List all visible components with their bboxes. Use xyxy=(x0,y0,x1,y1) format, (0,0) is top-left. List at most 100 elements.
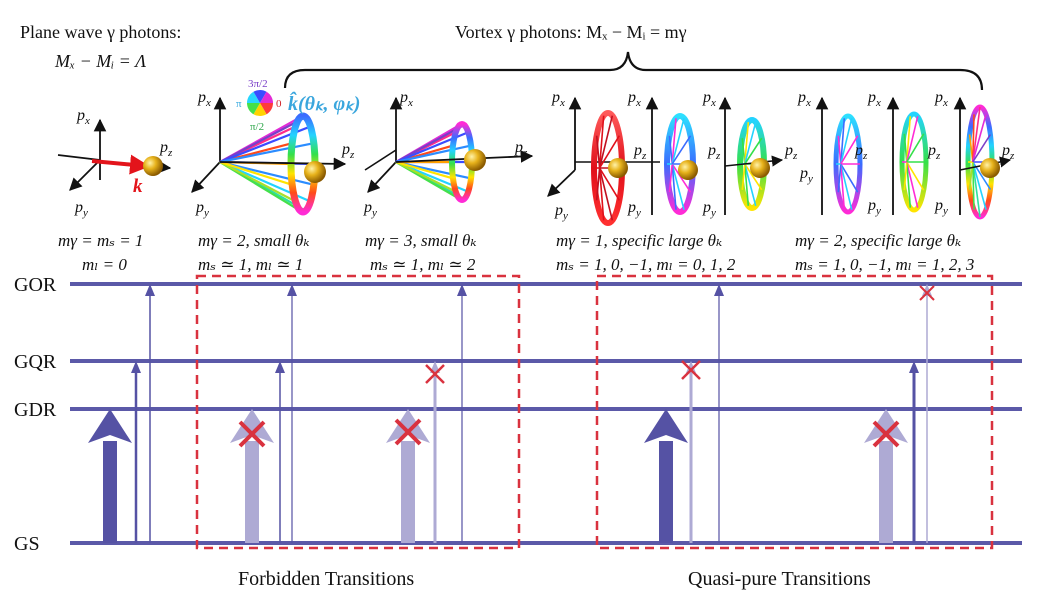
py-axis xyxy=(69,159,101,191)
transition-arrow xyxy=(644,409,688,543)
panel2-line1: mγ = 2, small θₖ xyxy=(198,231,310,250)
quasi-pure-box xyxy=(595,274,994,550)
svg-text:pz: pz xyxy=(707,142,721,162)
k-arrow xyxy=(91,154,150,175)
svg-text:py: py xyxy=(799,165,813,185)
spoke xyxy=(840,163,859,193)
transition-arrow xyxy=(230,409,274,543)
spoke xyxy=(668,135,673,165)
svg-text:pz: pz xyxy=(784,142,798,162)
panel4-line1: mγ = 1, specific large θₖ xyxy=(556,231,722,250)
nucleus-sphere xyxy=(143,156,163,176)
transition-arrow xyxy=(909,361,919,543)
spoke xyxy=(744,163,750,206)
spoke xyxy=(671,163,677,210)
transition-arrow xyxy=(864,409,908,543)
forbidden-cross xyxy=(425,364,445,384)
spoke xyxy=(840,163,853,210)
panel4-line2: mₛ = 1, 0, −1, mₗ = 0, 1, 2 xyxy=(556,255,736,274)
spoke xyxy=(598,167,621,201)
svg-text:py: py xyxy=(867,197,881,217)
svg-text:px: px xyxy=(399,89,413,109)
px-label: px xyxy=(76,107,90,127)
spoke xyxy=(744,121,757,165)
transition-arrow xyxy=(686,361,696,543)
svg-text:px: px xyxy=(627,89,641,109)
spoke xyxy=(671,163,685,210)
spoke xyxy=(671,135,692,165)
panel-m2-small: px py pz 3π/2 π 0 π/2 k̂(θₖ, φₖ) xyxy=(191,78,360,219)
spoke xyxy=(968,161,974,190)
svg-text:pz: pz xyxy=(633,142,647,162)
spoke xyxy=(840,163,846,210)
forbidden-caption: Forbidden Transitions xyxy=(238,568,414,590)
level-label-gs: GS xyxy=(14,533,40,555)
panel1-line1: mγ = mₛ = 1 xyxy=(58,231,143,250)
forbidden-cross xyxy=(919,285,935,301)
level-label-gdr: GDR xyxy=(14,399,57,421)
nucleus-sphere xyxy=(304,161,326,183)
level-label-gqr: GQR xyxy=(14,351,57,373)
plane-wave-equation: Mₓ − Mᵢ = Λ xyxy=(54,51,146,71)
spoke xyxy=(840,135,859,165)
vortex-brace xyxy=(283,51,984,91)
forbidden-cross xyxy=(872,420,900,448)
cone-ray xyxy=(219,142,315,164)
panel-plane-wave: px pz py k xyxy=(57,107,173,219)
k-hat-label: k̂(θₖ, φₖ) xyxy=(288,90,360,115)
cone-ray xyxy=(395,144,472,164)
wheel-label-top: 3π/2 xyxy=(248,78,268,90)
svg-text:px: px xyxy=(551,89,565,109)
spoke xyxy=(972,114,987,163)
panel1-line2: mₗ = 0 xyxy=(82,255,127,274)
transition-arrow xyxy=(457,284,467,543)
panel3-line1: mγ = 3, small θₖ xyxy=(365,231,477,250)
svg-text:py: py xyxy=(195,199,209,219)
spoke xyxy=(906,161,912,208)
spoke xyxy=(671,118,677,165)
cone-lines xyxy=(395,123,472,201)
spoke xyxy=(598,115,605,169)
level-label-gor: GOR xyxy=(14,274,57,296)
spoke xyxy=(906,161,925,191)
wheel-label-right: 0 xyxy=(276,98,282,110)
panel-m2-large: px py pz px py pz px py pz xyxy=(797,89,1015,220)
svg-text:px: px xyxy=(797,89,811,109)
spoke xyxy=(598,115,614,169)
spoke xyxy=(668,163,673,193)
cone-ray xyxy=(219,160,293,186)
py-label: py xyxy=(74,199,88,219)
panel5-line2: mₛ = 1, 0, −1, mₗ = 1, 2, 3 xyxy=(795,255,974,274)
spoke xyxy=(598,167,605,221)
spoke xyxy=(671,118,685,165)
transition-arrow xyxy=(145,284,155,543)
wheel-label-bottom: π/2 xyxy=(250,121,264,133)
k-label: k xyxy=(133,176,143,197)
transition-arrow xyxy=(131,361,141,543)
spoke xyxy=(744,163,763,191)
panel-m1-large: px py px py pz px py pz pz xyxy=(547,89,798,226)
svg-text:px: px xyxy=(934,89,948,109)
spoke xyxy=(972,161,987,210)
transition-arrow xyxy=(922,284,932,543)
panel3-line2: mₛ ≃ 1, mₗ ≃ 2 xyxy=(370,255,476,274)
transition-arrow xyxy=(430,361,440,543)
spoke xyxy=(598,135,621,169)
spoke xyxy=(906,116,912,163)
svg-text:py: py xyxy=(627,199,641,219)
phase-wheel: 3π/2 π 0 π/2 xyxy=(236,78,282,133)
forbidden-cross xyxy=(681,360,701,380)
wheel-label-left: π xyxy=(236,98,242,110)
svg-text:pz: pz xyxy=(927,142,941,162)
spoke xyxy=(972,106,981,163)
svg-text:py: py xyxy=(554,202,568,222)
transition-arrow xyxy=(88,409,132,543)
energy-levels: GOR GQR GDR GS xyxy=(14,274,1022,555)
pz-label: pz xyxy=(159,139,173,159)
spoke xyxy=(671,163,692,193)
spoke xyxy=(972,161,975,210)
cone-ray xyxy=(395,161,457,193)
panel-m3-small: px py pz xyxy=(363,89,534,219)
spoke xyxy=(744,163,757,207)
